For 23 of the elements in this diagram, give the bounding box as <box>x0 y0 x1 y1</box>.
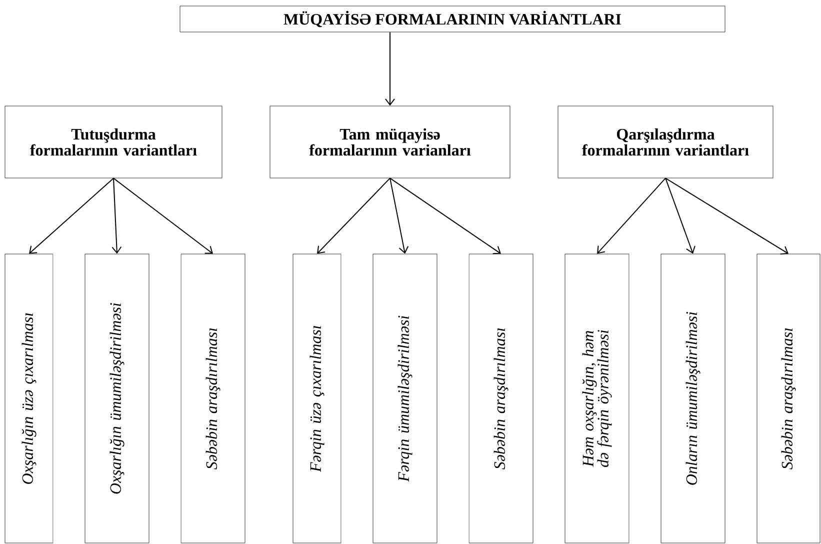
arrow <box>665 178 696 254</box>
variant-box: Oxşarlığın ümumiləşdirilməsi <box>84 254 150 544</box>
variant-box: Onların ümumiləşdirilməsi <box>660 254 726 544</box>
variant-box: Səbəbin araşdırılması <box>180 254 246 544</box>
category-box: Tutuşdurma formalarının variantları <box>4 106 222 178</box>
variant-box: Səbəbin araşdırılması <box>468 254 534 544</box>
arrow <box>665 178 788 255</box>
arrow <box>113 178 213 254</box>
arrow <box>29 178 114 254</box>
variant-box: Fərqin ümumiləşdirilməsi <box>372 254 438 544</box>
arrow <box>112 178 122 254</box>
arrow <box>390 178 501 254</box>
arrow <box>385 32 395 106</box>
title-box: MÜQAYİSƏ FORMALARININ VARİANTLARI <box>180 6 726 32</box>
variant-box: Fərqin üzə çıxarılması <box>292 254 342 544</box>
category-box: Tam müqayisə formalarının varianları <box>270 106 510 178</box>
arrow <box>317 178 390 254</box>
arrow <box>390 178 409 254</box>
variant-box: Həm oxşarlığın, həm də fərqin öyrənilməsi <box>564 254 630 544</box>
variant-box: Oxşarlığın üzə çıxarılması <box>4 254 54 544</box>
variant-box: Səbəbin araşdırılması <box>756 254 820 544</box>
arrow <box>597 178 666 254</box>
category-box: Qarşılaşdırma formalarının variantları <box>558 106 774 178</box>
